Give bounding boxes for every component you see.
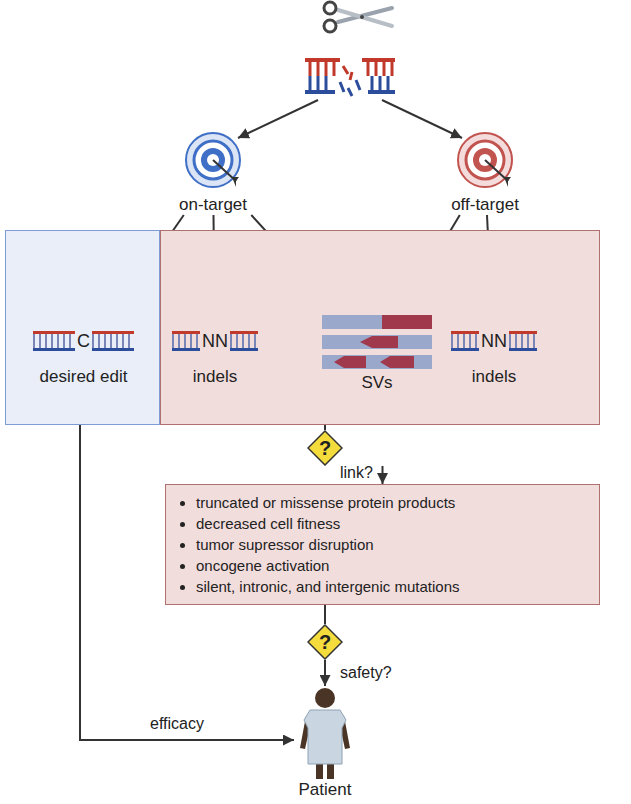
group-box: Cdesired edit <box>5 230 160 425</box>
dna-segment <box>33 331 75 351</box>
cut-arrows <box>238 100 462 138</box>
target-icon <box>184 131 242 189</box>
dna-segment <box>451 331 479 351</box>
connector-arrow <box>324 660 326 686</box>
connector-arrow <box>324 425 326 430</box>
sv-bar <box>322 315 432 329</box>
outcome-item: tumor supressor disruption <box>196 534 589 555</box>
base-letters: NN <box>200 331 230 351</box>
dart-tail <box>504 177 511 187</box>
outcome-box: truncated or missense protein productsde… <box>165 484 600 605</box>
target-label: off-target <box>444 195 526 215</box>
scissors-icon <box>324 2 392 32</box>
outcome-item: decreased cell fitness <box>196 513 589 534</box>
base-letters: NN <box>479 331 509 351</box>
edit-label: SVs <box>316 373 438 393</box>
dna-segment <box>172 331 200 351</box>
structural-variant-icon <box>320 313 434 371</box>
dna-strand: C <box>16 331 151 351</box>
edit-node: Cdesired edit <box>16 331 151 387</box>
dna-strand: NN <box>445 331 543 351</box>
dna-segment <box>509 331 537 351</box>
patient-label: Patient <box>290 780 360 800</box>
patient-gown <box>304 710 346 764</box>
sv-arrow <box>334 356 366 368</box>
outcome-item: truncated or missense protein products <box>196 492 589 513</box>
outcome-item: oncogene activation <box>196 555 589 576</box>
cut-dna <box>305 60 395 96</box>
edit-label: indels <box>167 367 263 387</box>
target-node: off-target <box>444 131 526 215</box>
dna-segment <box>92 331 134 351</box>
sv-bar <box>382 315 432 329</box>
target-label: on-target <box>172 195 254 215</box>
decision-diamond: ? <box>307 430 343 466</box>
edit-node: SVs <box>316 313 438 393</box>
patient-figure <box>290 686 360 780</box>
sv-bar <box>322 355 432 369</box>
edit-label: desired edit <box>16 367 151 387</box>
diamond-outline <box>308 431 342 465</box>
sv-bar <box>322 335 432 349</box>
decision-diamond: ? <box>307 624 343 660</box>
edit-node: NN indels <box>167 331 263 387</box>
target-node: on-target <box>172 131 254 215</box>
question-mark: ? <box>307 430 343 466</box>
dna-segment <box>230 331 258 351</box>
target-ring <box>458 133 512 187</box>
edge-label: safety? <box>338 663 394 682</box>
dart-tail <box>232 177 239 187</box>
edge-label: efficacy <box>148 714 206 733</box>
group-box: NN indels SVs NN indels <box>160 230 600 425</box>
outcome-list: truncated or missense protein productsde… <box>166 485 599 604</box>
connector-arrow <box>382 466 384 484</box>
base-letters: C <box>75 331 92 351</box>
sv-arrow <box>380 356 414 368</box>
question-mark: ? <box>307 624 343 660</box>
patient-head <box>315 688 335 708</box>
connector-arrow <box>324 605 326 624</box>
dna-strand: NN <box>167 331 263 351</box>
patient-node: Patient <box>290 686 360 800</box>
sv-arrow <box>360 336 398 348</box>
edge-label: link? <box>338 463 375 482</box>
edit-label: indels <box>445 367 543 387</box>
diamond-outline <box>308 625 342 659</box>
target-ring <box>186 133 240 187</box>
outcome-item: silent, intronic, and intergenic mutatio… <box>196 576 589 597</box>
target-icon <box>456 131 514 189</box>
edit-node: NN indels <box>445 331 543 387</box>
